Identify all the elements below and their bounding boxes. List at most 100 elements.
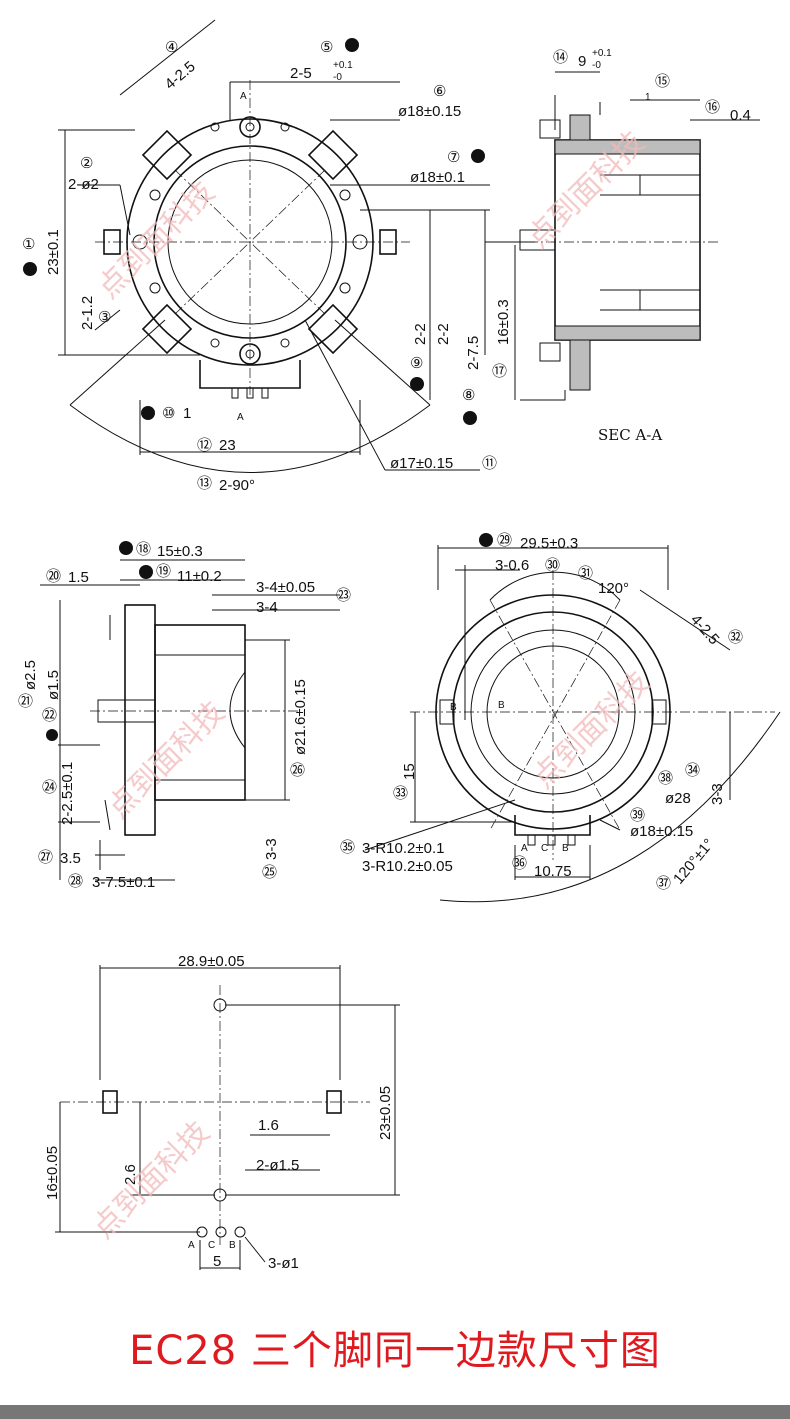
- callout-20: ⑳: [46, 568, 61, 585]
- dim-29: 29.5±0.3: [520, 535, 578, 552]
- callout-18: ⑱: [136, 541, 151, 558]
- front-view-labels: ① 23±0.1 ② 2-ø2 ③ 2-1.2 ④ 4-2.5 ⑤ 2-5 +0…: [22, 38, 497, 494]
- dim-6: ø18±0.15: [398, 103, 461, 120]
- callout-21: ㉑: [18, 693, 33, 710]
- dim-38: ø28: [665, 790, 691, 807]
- section-mark-b-right: B: [498, 700, 505, 711]
- dim-20: 1.5: [68, 569, 89, 586]
- callout-29: ㉙: [497, 532, 512, 549]
- dim-21: ø2.5: [22, 660, 39, 690]
- callout-12: ⑫: [197, 437, 212, 454]
- callout-11: ⑪: [482, 455, 497, 472]
- svg-text:-0: -0: [333, 72, 342, 83]
- callout-38: ㊳: [658, 770, 673, 787]
- pin-label-a-bottom: A: [521, 843, 528, 854]
- dim-p3: 1.6: [258, 1117, 279, 1134]
- key-dot-1: [23, 262, 37, 276]
- key-dot-10: [141, 406, 155, 420]
- callout-33: ㉝: [393, 785, 408, 802]
- dim-10: 1: [183, 405, 191, 422]
- key-dot-29: [479, 533, 493, 547]
- key-dot-9: [410, 377, 424, 391]
- callout-9: ⑨: [410, 355, 423, 372]
- watermark-5: 点到面科技: [86, 1115, 217, 1246]
- callout-34: ㉞: [685, 762, 700, 779]
- key-dot-18: [119, 541, 133, 555]
- pin-label-c: C: [208, 1240, 215, 1251]
- dim-11: ø17±0.15: [390, 455, 453, 472]
- dim-30: 3-0.6: [495, 557, 529, 574]
- dim-39: ø18±0.15: [630, 823, 693, 840]
- callout-24: ㉔: [42, 779, 57, 796]
- side-view-labels: ⑱ 15±0.3 ⑲ 11±0.2 ⑳ 1.5 ㉑ ø2.5 ㉒ ø1.5 3-…: [18, 541, 351, 891]
- callout-17: ⑰: [492, 363, 507, 380]
- callout-4: ④: [165, 39, 178, 56]
- callout-14: ⑭: [553, 49, 568, 66]
- dim-34: 3-3: [709, 783, 726, 805]
- callout-8: ⑧: [462, 387, 475, 404]
- callout-19: ⑲: [156, 563, 171, 580]
- callout-30: ㉚: [545, 557, 560, 574]
- svg-text:+0.1: +0.1: [333, 60, 353, 71]
- dim-22: ø1.5: [45, 670, 62, 700]
- section-caption: SEC A-A: [598, 426, 662, 444]
- callout-15: ⑮: [655, 73, 670, 90]
- dim-1: 23±0.1: [45, 229, 62, 275]
- callout-13: ⑬: [197, 475, 212, 492]
- dim-4: 4-2.5: [162, 58, 199, 93]
- dim-23b: 3-4: [256, 599, 278, 616]
- callout-10: ⑩: [162, 405, 175, 422]
- callout-23: ㉓: [336, 587, 351, 604]
- dim-9a: 2-2: [412, 323, 429, 345]
- side-view: [40, 559, 340, 881]
- bottom-view-labels: ㉙ 29.5±0.3 3-0.6 ㉚ ㉛ 120° 4-2.5 ㉜ 15 ㉝ ㉞…: [340, 532, 743, 892]
- pin-label-c-bottom: C: [541, 843, 548, 854]
- pcb-footprint: A C B: [55, 965, 400, 1270]
- dim-17: 16±0.3: [495, 299, 512, 345]
- watermark-4: 点到面科技: [526, 665, 657, 796]
- dim-35b: 3-R10.2±0.05: [362, 858, 453, 875]
- section-mark-b-left: B: [450, 702, 457, 713]
- dim-31: 120°: [598, 580, 629, 597]
- dim-5: 2-5: [290, 65, 312, 82]
- dim-33: 15: [401, 763, 418, 780]
- callout-2: ②: [80, 155, 93, 172]
- dim-36: 10.75: [534, 863, 572, 880]
- key-dot-19: [139, 565, 153, 579]
- dim-8: 2-7.5: [465, 336, 482, 370]
- key-dot-8: [463, 411, 477, 425]
- key-dot-5: [345, 38, 359, 52]
- callout-39: ㊴: [630, 807, 645, 824]
- dim-27: 3.5: [60, 850, 81, 867]
- dim-p1: 28.9±0.05: [178, 953, 245, 970]
- dim-2: 2-ø2: [68, 176, 99, 193]
- section-view-labels: ⑭ 9 +0.1 -0 ⑮ 1 ⑯ 0.4 16±0.3 ⑰ SEC A-A: [492, 48, 751, 444]
- key-dot-7: [471, 149, 485, 163]
- dim-26: ø21.6±0.15: [292, 679, 309, 755]
- callout-16: ⑯: [705, 99, 720, 116]
- dim-25: 3-3: [263, 838, 280, 860]
- dim-9b: 2-2: [435, 323, 452, 345]
- dim-15: 1: [645, 92, 651, 103]
- dim-13: 2-90°: [219, 477, 255, 494]
- dim-p8: 3-ø1: [268, 1255, 299, 1272]
- callout-22: ㉒: [42, 707, 57, 724]
- svg-text:+0.1: +0.1: [592, 48, 612, 59]
- dim-3: 2-1.2: [79, 296, 96, 330]
- bottom-view: B B A C B: [364, 545, 781, 903]
- dim-28: 3-7.5±0.1: [92, 874, 155, 891]
- front-view: A A: [58, 19, 490, 473]
- callout-32: ㉜: [728, 629, 743, 646]
- dim-7: ø18±0.1: [410, 169, 465, 186]
- callout-7: ⑦: [447, 149, 460, 166]
- pin-label-b: B: [229, 1240, 236, 1251]
- callout-35: ㉟: [340, 839, 355, 856]
- pcb-footprint-labels: 28.9±0.05 23±0.05 1.6 2-ø1.5 2.6 16±0.05…: [44, 953, 394, 1272]
- callout-6: ⑥: [433, 83, 446, 100]
- dim-19: 11±0.2: [177, 568, 222, 585]
- callout-25: ㉕: [262, 864, 277, 881]
- dim-32: 4-2.5: [687, 611, 723, 648]
- callout-37: ㊲: [656, 875, 671, 892]
- pin-label-b-bottom: B: [562, 843, 569, 854]
